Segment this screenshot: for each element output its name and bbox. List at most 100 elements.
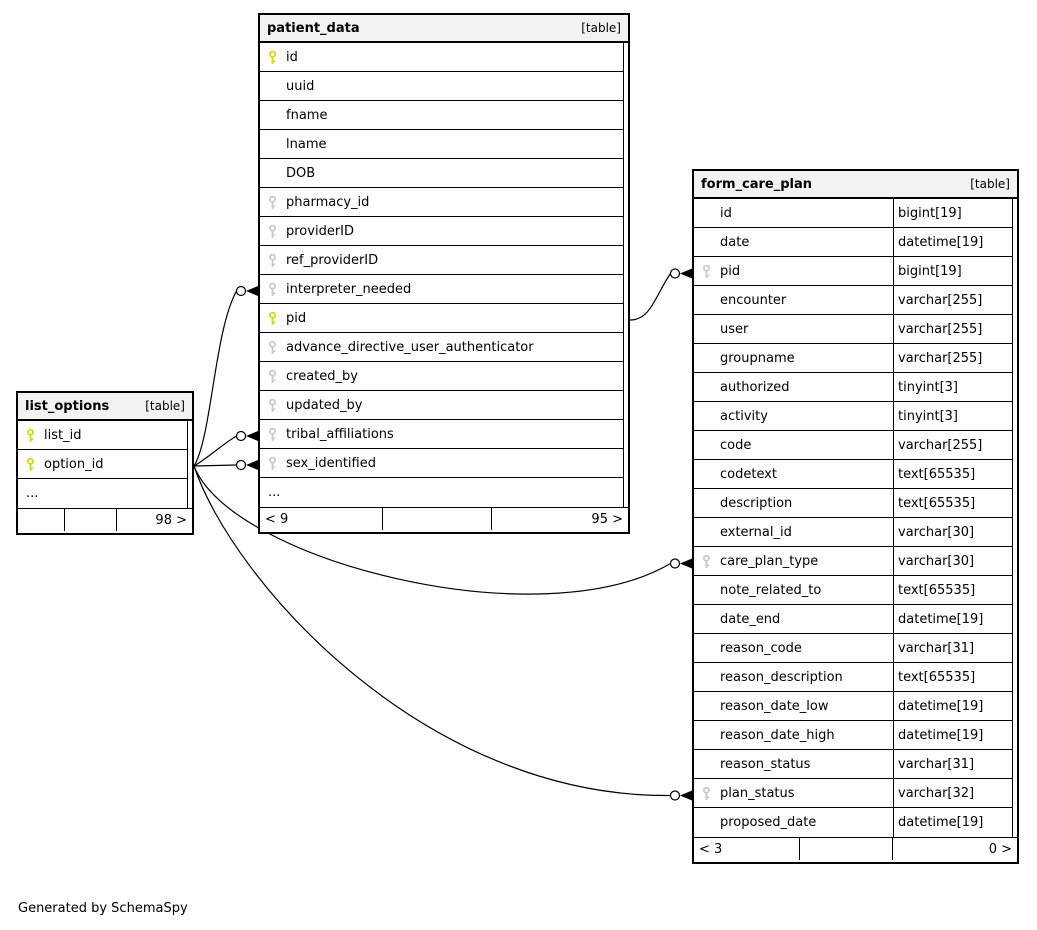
column-row: reason_description text[65535] — [694, 663, 1012, 692]
primary-key-icon — [260, 50, 284, 65]
column-name: codetext — [720, 466, 778, 482]
column-name: advance_directive_user_authenticator — [286, 339, 534, 355]
column-name: uuid — [286, 78, 315, 94]
column-name: providerID — [286, 223, 355, 239]
column-type: varchar[255] — [893, 315, 1012, 343]
column-type: text[65535] — [893, 489, 1012, 517]
column-rows: list_id option_id... — [18, 421, 188, 508]
no-key-spacer — [260, 108, 284, 123]
column-row: pharmacy_id — [260, 188, 623, 217]
table-header[interactable]: list_options [table] — [18, 393, 192, 421]
column-name: tribal_affiliations — [286, 426, 394, 442]
column-type: datetime[19] — [893, 605, 1012, 633]
edge-list_options-option_id-to-form_care_plan-plan_status — [193, 465, 692, 801]
foreign-key-icon — [694, 786, 718, 801]
edge-line — [629, 273, 671, 321]
column-name: reason_date_low — [720, 698, 829, 714]
column-type: varchar[31] — [893, 634, 1012, 662]
table-type-badge: [table] — [581, 21, 621, 35]
foreign-key-icon — [260, 427, 284, 442]
footer-hidden-left-count: < 3 — [694, 838, 800, 860]
column-row: option_id — [18, 450, 187, 479]
foreign-key-icon — [260, 282, 284, 297]
column-type: datetime[19] — [893, 808, 1012, 837]
fk-endpoint-circle — [235, 430, 247, 442]
column-row: fname — [260, 101, 623, 130]
column-name: reason_description — [720, 669, 843, 685]
column-name: groupname — [720, 350, 795, 366]
no-key-spacer — [694, 351, 718, 366]
column-row: list_id — [18, 421, 187, 450]
table-node-list-options[interactable]: list_options [table] list_id option_id...… — [16, 391, 194, 535]
ellipsis-row: ... — [18, 479, 187, 508]
foreign-key-icon — [260, 398, 284, 413]
column-row: ref_providerID — [260, 246, 623, 275]
column-row: id — [260, 43, 623, 72]
column-row: updated_by — [260, 391, 623, 420]
table-footer: < 9 95 > — [260, 507, 628, 530]
edge-line — [193, 290, 238, 467]
edge-list_options-option_id-to-form_care_plan-care_plan_type — [193, 465, 692, 595]
no-key-spacer — [694, 815, 718, 830]
column-name: date_end — [720, 611, 781, 627]
table-footer: 98 > — [18, 508, 192, 531]
primary-key-icon — [260, 311, 284, 326]
column-type: text[65535] — [893, 460, 1012, 488]
table-header[interactable]: form_care_plan [table] — [694, 171, 1017, 199]
no-key-spacer — [694, 293, 718, 308]
column-name: ... — [26, 486, 39, 501]
column-type: varchar[32] — [893, 779, 1012, 807]
column-type: datetime[19] — [893, 228, 1012, 256]
footer-center-cell — [800, 838, 893, 860]
column-row: codetext text[65535] — [694, 460, 1012, 489]
foreign-key-icon — [260, 224, 284, 239]
no-key-spacer — [260, 166, 284, 181]
fk-endpoint-circle — [669, 558, 681, 569]
fk-endpoint-arrow — [680, 558, 692, 569]
no-key-spacer — [694, 409, 718, 424]
edge-list_options-option_id-to-patient_data-sex_identified — [193, 459, 258, 471]
column-name: option_id — [44, 456, 104, 472]
table-title[interactable]: form_care_plan — [701, 176, 813, 192]
footer-hidden-left-count: < 9 — [260, 508, 383, 530]
column-name: encounter — [720, 292, 787, 308]
column-name: reason_status — [720, 756, 811, 772]
footer-hidden-left-count — [18, 509, 65, 531]
column-row: lname — [260, 130, 623, 159]
column-name: activity — [720, 408, 768, 424]
table-title[interactable]: list_options — [25, 398, 110, 414]
table-title[interactable]: patient_data — [267, 20, 360, 36]
no-key-spacer — [694, 699, 718, 714]
table-type-badge: [table] — [145, 399, 185, 413]
column-row: created_by — [260, 362, 623, 391]
column-row: DOB — [260, 159, 623, 188]
column-type: tinyint[3] — [893, 402, 1012, 430]
column-name: id — [720, 205, 732, 221]
column-type: varchar[255] — [893, 431, 1012, 459]
column-row: groupname varchar[255] — [694, 344, 1012, 373]
fk-endpoint-arrow — [246, 286, 258, 296]
table-header[interactable]: patient_data [table] — [260, 15, 628, 43]
column-type: varchar[255] — [893, 344, 1012, 372]
no-key-spacer — [694, 525, 718, 540]
foreign-key-icon — [260, 340, 284, 355]
column-type: text[65535] — [893, 663, 1012, 691]
no-key-spacer — [694, 757, 718, 772]
foreign-key-icon — [694, 554, 718, 569]
column-row: activity tinyint[3] — [694, 402, 1012, 431]
no-key-spacer — [694, 438, 718, 453]
footer-center-cell — [383, 508, 492, 530]
footer-hidden-right-count: 95 > — [591, 511, 623, 527]
